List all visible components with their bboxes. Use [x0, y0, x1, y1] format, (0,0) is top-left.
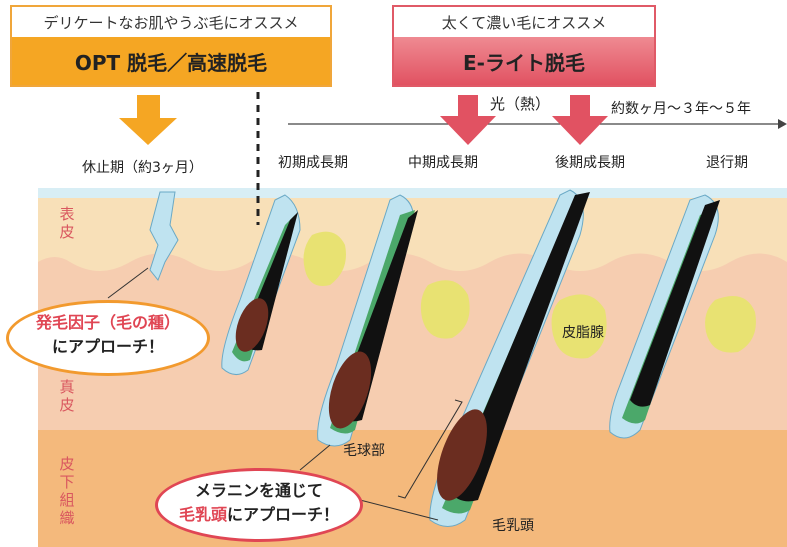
timeline-arrowhead	[778, 119, 787, 129]
layer-dermis: 真皮	[59, 378, 75, 414]
callout-left-line1: 発毛因子（毛の種）	[35, 313, 180, 332]
resting-hair	[149, 191, 179, 281]
callout-left-line2: にアプローチ！	[51, 337, 164, 356]
follicle-late	[429, 189, 607, 527]
leader-line-right	[299, 444, 331, 471]
follicle-middle	[317, 194, 470, 447]
sebaceous-gland	[705, 296, 756, 353]
opt-subtitle: デリケートなお肌やうぶ毛にオススメ	[43, 13, 299, 32]
e-light-box: 太くて濃い毛にオススメ E-ライト脱毛	[392, 5, 656, 87]
e-down-arrow-2	[552, 95, 608, 145]
callout-hair-growth-factor: 発毛因子（毛の種） にアプローチ！	[6, 300, 210, 376]
follicle-early	[221, 194, 346, 375]
callout-right-highlight: 毛乳頭	[178, 505, 227, 524]
layer-epidermis: 表皮	[59, 205, 75, 241]
e-subtitle: 太くて濃い毛にオススメ	[441, 13, 607, 32]
stage-middle: 中期成長期	[408, 155, 478, 171]
e-title: E-ライト脱毛	[394, 37, 654, 85]
layer-subcutis: 皮下組織	[59, 455, 75, 527]
opt-title: OPT 脱毛／高速脱毛	[12, 37, 330, 85]
callout-right-line1: メラニンを通じて	[194, 481, 323, 500]
follicle-regression	[609, 194, 756, 439]
callout-right-rest: にアプローチ！	[227, 505, 340, 524]
stage-regression: 退行期	[706, 155, 748, 171]
duration-label: 約数ヶ月〜３年〜５年	[611, 101, 751, 117]
sebaceous-gland	[303, 231, 346, 286]
opt-box: デリケートなお肌やうぶ毛にオススメ OPT 脱毛／高速脱毛	[10, 5, 332, 87]
stage-early: 初期成長期	[278, 155, 348, 171]
subcutis-layer	[38, 430, 787, 547]
hair-bulb-bracket	[397, 399, 463, 499]
light-label: 光（熱）	[490, 95, 551, 113]
leader-line-papilla	[359, 499, 439, 521]
callout-melanin: メラニンを通じて 毛乳頭にアプローチ！	[155, 468, 363, 542]
label-papilla: 毛乳頭	[492, 518, 534, 534]
skin-surface	[38, 188, 787, 198]
stage-late: 後期成長期	[555, 155, 625, 171]
label-sebaceous: 皮脂腺	[562, 325, 604, 341]
opt-down-arrow	[119, 95, 177, 145]
label-hair-bulb: 毛球部	[343, 443, 385, 459]
leader-line-left	[107, 267, 149, 299]
e-down-arrow-1	[440, 95, 496, 145]
sebaceous-gland	[551, 294, 607, 359]
sebaceous-gland	[420, 280, 470, 339]
stage-resting: 休止期（約3ヶ月）	[82, 160, 203, 176]
